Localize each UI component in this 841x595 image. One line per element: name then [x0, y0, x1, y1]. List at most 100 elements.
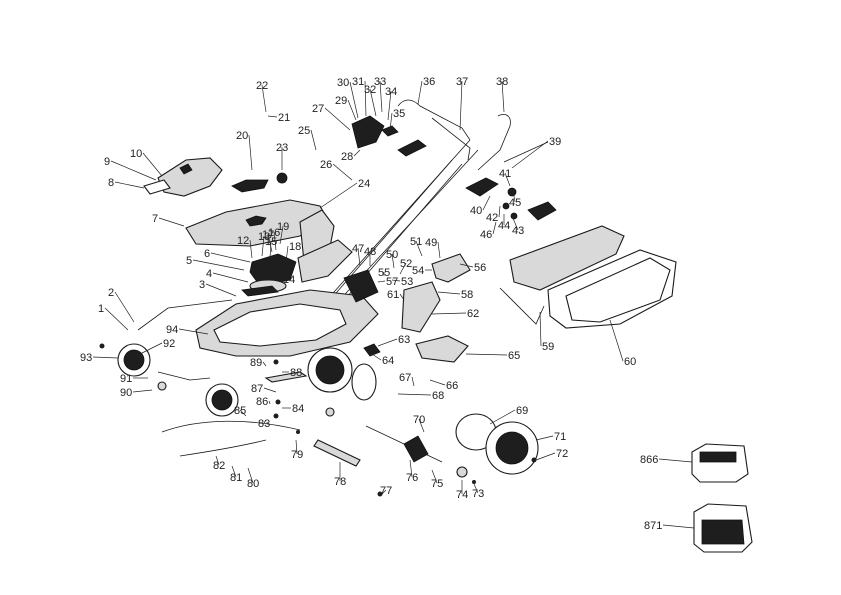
- part-label-58: 58: [461, 289, 473, 301]
- part-label-76: 76: [406, 472, 418, 484]
- leader-line-60: [609, 319, 624, 362]
- leader-line-63: [377, 338, 398, 347]
- part-label-75: 75: [431, 478, 443, 490]
- leader-line-15: [269, 240, 272, 259]
- leader-line-866: [658, 458, 693, 463]
- part-label-59: 59: [542, 341, 554, 353]
- part-label-60: 60: [624, 356, 636, 368]
- leader-line-72: [535, 452, 556, 461]
- grass-catcher: [465, 177, 677, 329]
- part-label-30: 30: [337, 77, 349, 89]
- leader-line-871: [662, 524, 695, 529]
- leader-line-40: [482, 195, 491, 211]
- part-label-12: 12: [237, 235, 249, 247]
- leader-line-37: [459, 80, 463, 131]
- part-label-45: 45: [509, 197, 521, 209]
- leader-line-36: [417, 80, 423, 105]
- part-label-94: 94: [166, 324, 178, 336]
- leader-line-50: [391, 253, 395, 269]
- leader-line-9: [110, 160, 157, 181]
- part-label-20: 20: [236, 130, 248, 142]
- part-label-53: 53: [401, 276, 413, 288]
- part-label-2: 2: [108, 287, 114, 299]
- part-label-18: 18: [289, 241, 301, 253]
- leader-line-2: [114, 291, 135, 323]
- leader-line-10: [142, 152, 163, 177]
- part-label-77: 77: [380, 485, 392, 497]
- part-label-9: 9: [104, 156, 110, 168]
- leader-line-17: [267, 233, 273, 253]
- part-label-44: 44: [498, 220, 510, 232]
- leader-line-8: [114, 181, 145, 189]
- leader-line-22: [261, 84, 267, 113]
- leader-line-68: [397, 393, 432, 396]
- leader-line-46: [492, 221, 497, 235]
- part-label-29: 29: [335, 95, 347, 107]
- leader-line-67: [411, 376, 415, 387]
- leader-line-52: [399, 262, 407, 275]
- leader-line-57: [377, 280, 386, 283]
- leader-line-14: [275, 275, 283, 280]
- part-label-93: 93: [80, 352, 92, 364]
- leader-line-21: [267, 115, 278, 118]
- leader-line-6: [210, 252, 251, 263]
- leader-line-34: [387, 90, 392, 121]
- part-label-42: 42: [486, 212, 498, 224]
- deck-and-motor: [195, 239, 379, 357]
- leader-line-27: [324, 107, 351, 131]
- leader-line-51: [415, 240, 423, 257]
- leader-line-94: [178, 328, 209, 335]
- part-label-46: 46: [480, 229, 492, 241]
- part-label-871: 871: [644, 520, 662, 532]
- part-label-3: 3: [199, 279, 205, 291]
- part-label-25: 25: [298, 125, 310, 137]
- leader-line-75: [431, 469, 438, 484]
- leader-line-66: [429, 379, 446, 386]
- leader-line-5: [192, 259, 245, 271]
- leader-line-61: [399, 293, 405, 301]
- leader-line-70: [418, 418, 425, 433]
- part-label-61: 61: [387, 289, 399, 301]
- leader-line-29: [347, 99, 357, 121]
- part-label-866: 866: [640, 454, 658, 466]
- part-label-14: 14: [283, 274, 295, 286]
- part-label-74: 74: [456, 489, 468, 501]
- part-label-27: 27: [312, 103, 324, 115]
- part-label-8: 8: [108, 177, 114, 189]
- part-label-43: 43: [512, 225, 524, 237]
- part-label-72: 72: [556, 448, 568, 460]
- leader-line-53: [391, 279, 401, 282]
- leader-line-13: [261, 235, 265, 257]
- chute-parts: [343, 253, 471, 363]
- leader-line-26: [332, 163, 353, 181]
- leader-line-80: [247, 467, 254, 484]
- leader-line-1: [104, 307, 129, 331]
- leader-line-28: [353, 149, 361, 157]
- part-label-63: 63: [398, 334, 410, 346]
- battery-866: [691, 443, 749, 483]
- leader-line-90: [132, 389, 153, 393]
- part-label-83: 83: [258, 418, 270, 430]
- leader-line-64: [371, 353, 382, 361]
- part-label-5: 5: [186, 255, 192, 267]
- part-label-26: 26: [320, 159, 332, 171]
- control-box-parts: [351, 115, 427, 157]
- part-label-62: 62: [467, 308, 479, 320]
- leader-line-93: [92, 356, 119, 359]
- leader-line-25: [310, 129, 317, 151]
- part-label-86: 86: [256, 396, 268, 408]
- leader-line-65: [465, 353, 508, 356]
- leader-line-16: [273, 231, 277, 251]
- part-label-40: 40: [470, 205, 482, 217]
- leader-line-42: [498, 205, 501, 218]
- leader-line-12: [249, 239, 253, 259]
- axles-and-blade: [99, 299, 537, 497]
- part-label-69: 69: [516, 405, 528, 417]
- leader-line-85: [239, 409, 247, 417]
- part-label-87: 87: [251, 383, 263, 395]
- part-label-64: 64: [382, 355, 394, 367]
- leader-line-83: [263, 419, 267, 424]
- leader-line-62: [431, 312, 467, 315]
